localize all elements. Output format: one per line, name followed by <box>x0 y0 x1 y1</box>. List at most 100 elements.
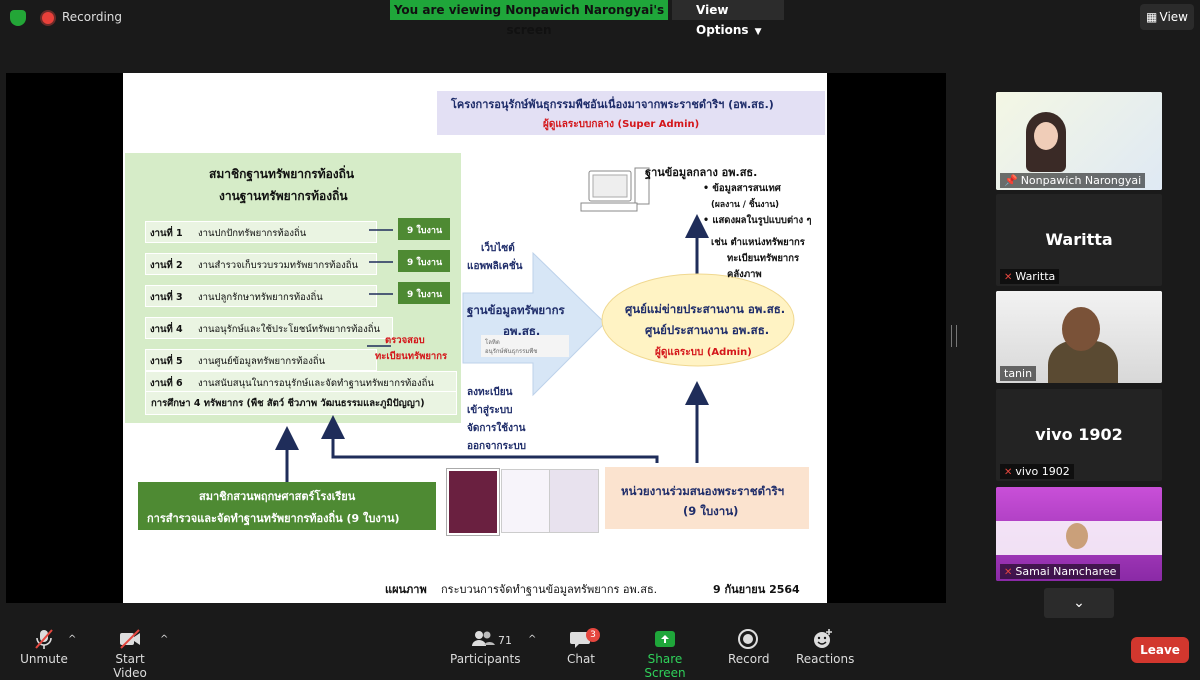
mic-muted-icon: ✕ <box>1004 272 1013 283</box>
unmute-button[interactable]: Unmute <box>16 628 72 666</box>
face <box>1062 307 1100 351</box>
task-text: งานศูนย์ข้อมูลทรัพยากรท้องถิ่น <box>198 356 326 367</box>
share-screen-label: Share Screen <box>644 652 686 680</box>
chat-label: Chat <box>566 652 596 666</box>
participant-tile[interactable]: 📌Nonpawich Narongyai <box>996 92 1162 190</box>
participant-name: 📌Nonpawich Narongyai <box>1000 173 1146 188</box>
record-button[interactable]: Record <box>728 628 769 666</box>
participants-button[interactable]: Participants <box>450 628 521 666</box>
forms-badge-label: 9 ใบงาน <box>407 258 443 268</box>
partner-agency-box <box>605 467 809 529</box>
verify-label-1: ตรวจสอบ <box>385 335 425 346</box>
shared-slide: โครงการอนุรักษ์พันธุกรรมพืชอันเนื่องมาจา… <box>123 73 827 603</box>
network-label-2: ศูนย์ประสานงาน อพ.สธ. <box>645 323 770 337</box>
grid-icon: ▦ <box>1146 10 1158 24</box>
school-garden-box <box>138 482 436 530</box>
register-step: เข้าสู่ระบบ <box>467 405 513 416</box>
participant-name-text: Waritta <box>1015 270 1056 283</box>
task-number: งานที่ 2 <box>150 260 183 271</box>
view-button-label: View <box>1159 10 1188 24</box>
db-title-1: ฐานข้อมูลทรัพยากร <box>467 303 565 317</box>
forms-badge-label: 9 ใบงาน <box>407 290 443 300</box>
participant-name: tanin <box>1000 366 1037 381</box>
smiley-plus-icon <box>814 629 832 648</box>
task-text: งานอนุรักษ์และใช้ประโยชน์ทรัพยากรท้องถิ่… <box>198 324 380 335</box>
participants-options-caret[interactable]: ^ <box>528 634 537 645</box>
view-button[interactable]: ▦View <box>1140 4 1194 30</box>
central-db-feature: (ผลงาน / ชิ้นงาน) <box>711 200 780 210</box>
participant-name: ✕vivo 1902 <box>1000 464 1074 479</box>
chevron-down-icon: ⌄ <box>1073 595 1085 611</box>
participant-tile[interactable]: vivo 1902 ✕vivo 1902 <box>996 389 1162 481</box>
task-number: งานที่ 5 <box>150 356 183 367</box>
pin-icon: 📌 <box>1004 174 1018 187</box>
network-admin-label: ผู้ดูแลระบบ (Admin) <box>655 347 752 358</box>
video-options-caret[interactable]: ^ <box>160 634 169 645</box>
share-screen-button[interactable]: Share Screen <box>630 628 700 680</box>
scroll-down-button[interactable]: ⌄ <box>1044 588 1114 618</box>
db-logo-box <box>481 335 569 357</box>
network-label-1: ศูนย์แม่ข่ายประสานงาน อพ.สธ. <box>625 302 786 316</box>
caption-date: 9 กันยายน 2564 <box>713 583 800 596</box>
central-db-feature: • ข้อมูลสารสนเทศ <box>703 183 781 194</box>
participant-tile[interactable]: ✕Samai Namcharee <box>996 487 1162 581</box>
chat-bubble-icon <box>570 632 590 648</box>
left-box-title-1: สมาชิกฐานทรัพยากรท้องถิ่น <box>209 167 355 181</box>
participant-name-text: Nonpawich Narongyai <box>1020 174 1142 187</box>
task-text: งานปลูกรักษาทรัพยากรท้องถิ่น <box>198 292 323 303</box>
register-step: ลงทะเบียน <box>467 387 513 398</box>
forms-badge <box>398 250 450 272</box>
recording-icon <box>42 12 54 24</box>
participant-name-text: vivo 1902 <box>1015 465 1070 478</box>
chat-badge: 3 <box>586 628 600 642</box>
study-row-label: การศึกษา 4 ทรัพยากร (พืช สัตว์ ชีวภาพ วั… <box>151 398 425 409</box>
app-logo-image <box>446 468 500 536</box>
viewing-banner: You are viewing Nonpawich Narongyai's sc… <box>390 0 668 37</box>
caption-bold: แผนภาพ <box>385 583 427 596</box>
participant-tile[interactable]: tanin <box>996 291 1162 383</box>
reactions-label: Reactions <box>796 652 855 666</box>
task-text: งานสำรวจเก็บรวบรวมทรัพยากรท้องถิ่น <box>198 260 359 271</box>
login-screenshot-image <box>549 469 599 533</box>
start-video-label: Start Video <box>113 652 147 680</box>
partner-agency-label-1: หน่วยงานร่วมสนองพระราชดำริฯ <box>621 484 785 498</box>
microphone-muted-icon <box>35 629 53 649</box>
view-options-button[interactable]: View Options ▼ <box>672 0 784 37</box>
leave-button[interactable]: Leave <box>1131 637 1189 663</box>
participants-count: 71 <box>498 634 512 647</box>
super-admin-label: ผู้ดูแลระบบกลาง (Super Admin) <box>543 119 700 130</box>
chat-button[interactable]: Chat <box>566 628 596 666</box>
participant-name: ✕Waritta <box>1000 269 1060 284</box>
register-step: ออกจากระบบ <box>467 441 527 452</box>
face <box>1066 523 1088 549</box>
start-video-button[interactable]: Start Video <box>98 628 162 680</box>
task-text: งานสนับสนุนในการอนุรักษ์และจัดทำฐานทรัพย… <box>198 378 434 389</box>
website-label-2: แอพพลิเคชั่น <box>467 261 523 272</box>
forms-badge <box>398 218 450 240</box>
audio-options-caret[interactable]: ^ <box>68 634 77 645</box>
partner-agency-label-2: (9 ใบงาน) <box>683 504 739 518</box>
central-db-feature: • แสดงผลในรูปแบบต่าง ๆ <box>703 215 812 226</box>
task-number: งานที่ 6 <box>150 378 183 389</box>
participant-big-name: Waritta <box>1045 230 1113 249</box>
participant-tile[interactable]: Waritta ✕Waritta <box>996 194 1162 286</box>
panel-resize-handle[interactable] <box>951 325 957 347</box>
view-options-label: View Options <box>696 3 749 37</box>
forms-badge <box>398 282 450 304</box>
recording-label: Recording <box>62 10 123 24</box>
task-row: งานที่ 6 งานสนับสนุนในการอนุรักษ์และจัดทำ… <box>145 371 457 393</box>
chevron-down-icon: ▼ <box>754 27 762 37</box>
db-logo-text-1: โลหิต <box>485 339 500 346</box>
reactions-button[interactable]: Reactions <box>796 628 854 666</box>
school-garden-label-2: การสำรวจและจัดทำฐานทรัพยากรท้องถิ่น (9 ใ… <box>147 512 400 525</box>
participant-big-name: vivo 1902 <box>1035 425 1123 444</box>
task-row: งานที่ 5 งานศูนย์ข้อมูลทรัพยากรท้องถิ่น <box>145 349 377 371</box>
super-admin-box <box>437 91 825 135</box>
record-icon <box>738 629 758 649</box>
security-shield-icon[interactable] <box>10 10 26 26</box>
flow-arrows <box>275 167 795 483</box>
school-garden-label-1: สมาชิกสวนพฤกษศาสตร์โรงเรียน <box>199 490 356 503</box>
